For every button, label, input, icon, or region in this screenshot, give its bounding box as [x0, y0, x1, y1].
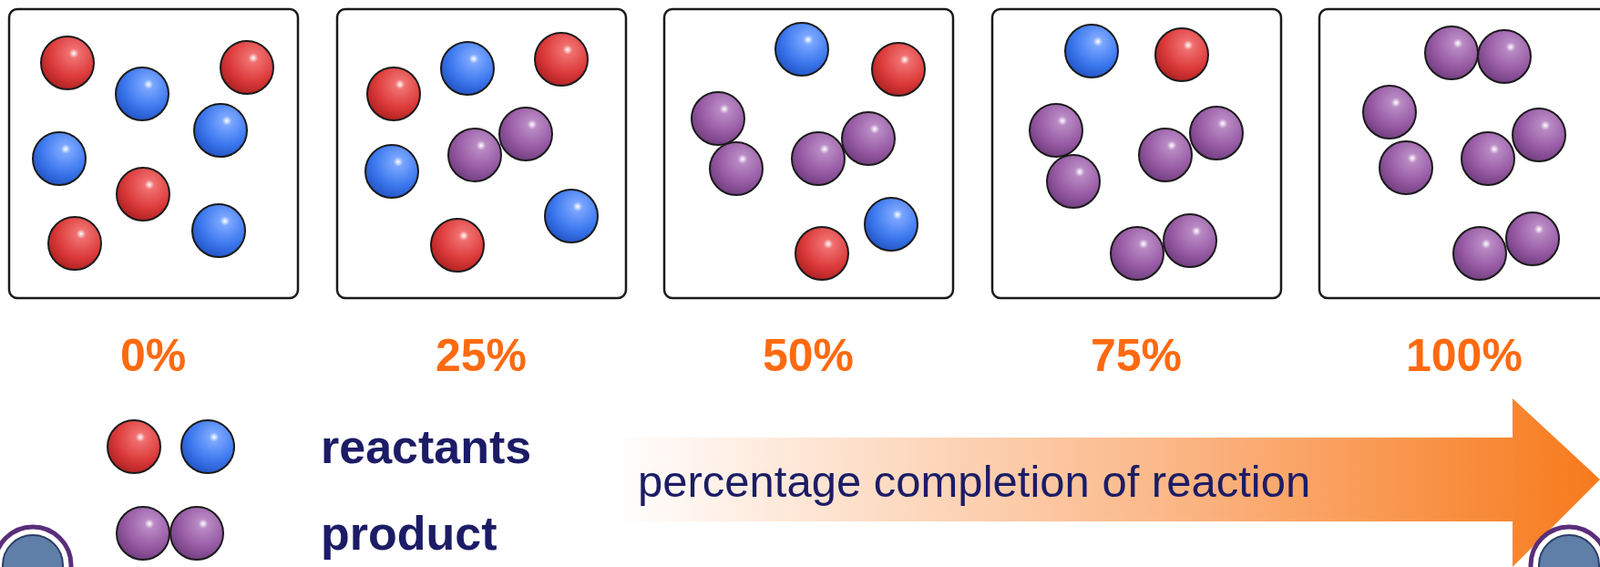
- reactant-sphere: [864, 197, 918, 251]
- reaction-box: [1319, 9, 1600, 298]
- product-sphere: [841, 112, 895, 165]
- reactant-sphere: [115, 67, 169, 121]
- legend-text: product: [320, 509, 498, 557]
- product-sphere: [1363, 85, 1416, 139]
- reactant-sphere: [775, 22, 829, 76]
- product-sphere: [709, 142, 763, 195]
- reactant-sphere: [1155, 28, 1209, 82]
- reactant-sphere: [192, 204, 246, 257]
- arrow-label: percentage completion of reaction: [637, 459, 1311, 504]
- reactant-sphere: [194, 103, 247, 157]
- product-sphere: [1138, 128, 1192, 182]
- product-sphere: [1425, 26, 1478, 80]
- product-sphere: [1477, 30, 1531, 83]
- product-sphere: [1046, 154, 1100, 208]
- product-sphere: [1110, 226, 1164, 280]
- legend-product-sphere: [116, 506, 170, 560]
- reactant-sphere: [871, 42, 925, 96]
- reactant-sphere: [116, 167, 170, 221]
- reaction-box: [992, 9, 1282, 298]
- reactant-sphere: [32, 132, 86, 185]
- legend-text: reactants: [320, 422, 532, 471]
- product-sphere: [691, 92, 745, 145]
- reactant-sphere: [795, 226, 849, 280]
- product-sphere: [448, 128, 502, 182]
- percent-label: 0%: [120, 332, 186, 379]
- product-sphere: [499, 107, 553, 161]
- nav-icon: [0, 526, 72, 567]
- reactant-sphere: [367, 67, 421, 121]
- product-sphere: [1512, 108, 1566, 162]
- reactant-sphere: [1065, 24, 1118, 78]
- reaction-box: [664, 9, 954, 298]
- reactant-sphere: [41, 36, 94, 90]
- reactant-sphere: [220, 41, 274, 94]
- reaction-box: [337, 9, 626, 298]
- reaction-box: [9, 9, 298, 298]
- product-sphere: [1029, 103, 1083, 157]
- legend-reactant-sphere: [107, 420, 161, 473]
- percent-label: 100%: [1405, 332, 1523, 379]
- percent-label: 25%: [435, 332, 527, 379]
- reactant-sphere: [534, 32, 588, 86]
- product-sphere: [1506, 212, 1559, 266]
- product-sphere: [1379, 141, 1433, 195]
- product-sphere: [1163, 214, 1217, 267]
- nav-icon: [1530, 526, 1600, 567]
- progress-arrow: [612, 398, 1600, 567]
- product-sphere: [1189, 106, 1243, 160]
- legend-reactant-sphere: [181, 420, 235, 473]
- product-sphere: [1453, 226, 1507, 280]
- reactant-sphere: [441, 41, 494, 95]
- percent-label: 50%: [762, 332, 854, 379]
- reactant-sphere: [430, 218, 484, 272]
- percent-label: 75%: [1090, 332, 1182, 379]
- reactant-sphere: [48, 216, 102, 270]
- reactant-sphere: [365, 144, 419, 198]
- product-sphere: [791, 132, 845, 185]
- product-sphere: [1461, 132, 1515, 185]
- legend-product-sphere: [170, 506, 224, 560]
- reactant-sphere: [544, 189, 598, 243]
